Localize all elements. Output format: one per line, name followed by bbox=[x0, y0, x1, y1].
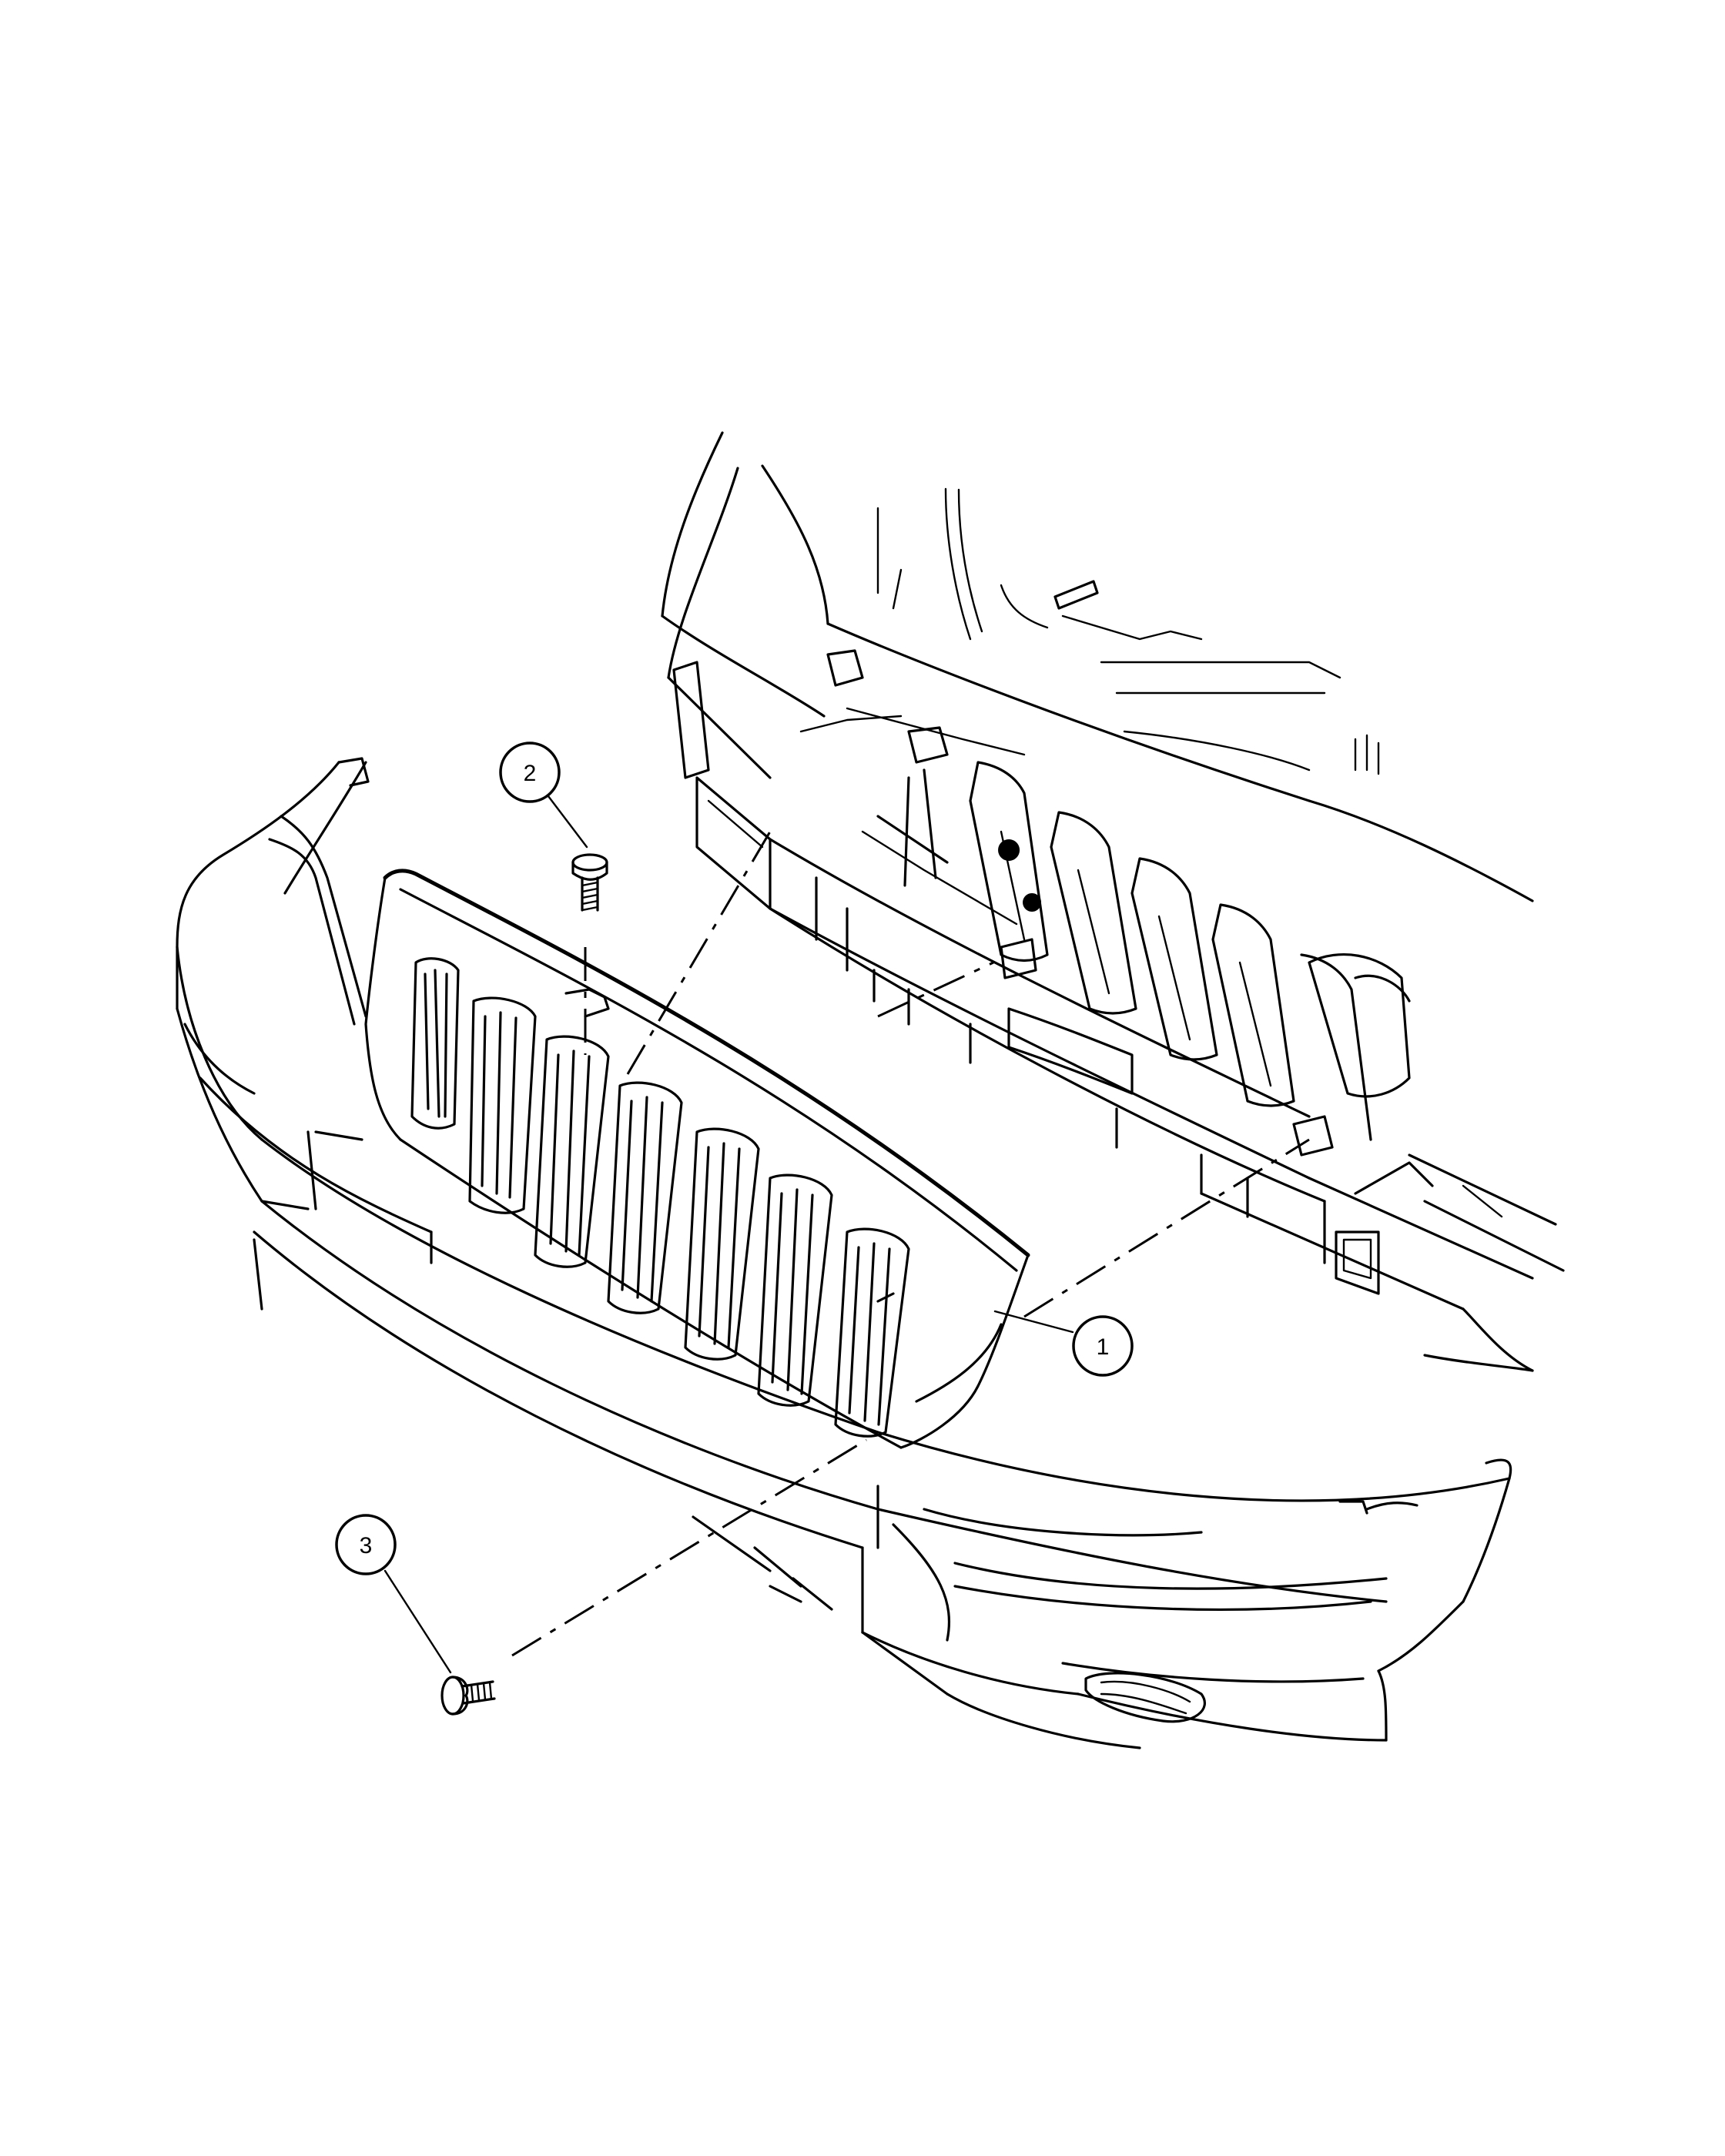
grille-slots bbox=[410, 957, 910, 1438]
screw-part-3 bbox=[440, 1676, 496, 1716]
support-slots bbox=[873, 969, 1249, 1218]
callout-3-label: 3 bbox=[360, 1533, 373, 1558]
assembly-lines bbox=[511, 831, 1310, 1657]
callout-3: 3 bbox=[335, 1514, 452, 1674]
radiator-opening bbox=[969, 761, 1372, 1141]
callout-2: 2 bbox=[499, 742, 588, 849]
callout-2-label: 2 bbox=[524, 761, 537, 786]
screw-part-2 bbox=[571, 853, 608, 912]
callout-1-label: 1 bbox=[1097, 1334, 1110, 1360]
vehicle-front-end bbox=[661, 431, 1565, 1372]
bumper-fascia bbox=[176, 757, 1512, 1749]
callout-1: 1 bbox=[993, 1310, 1134, 1377]
grille-part bbox=[364, 869, 1030, 1449]
fog-lamp bbox=[1084, 1672, 1206, 1723]
